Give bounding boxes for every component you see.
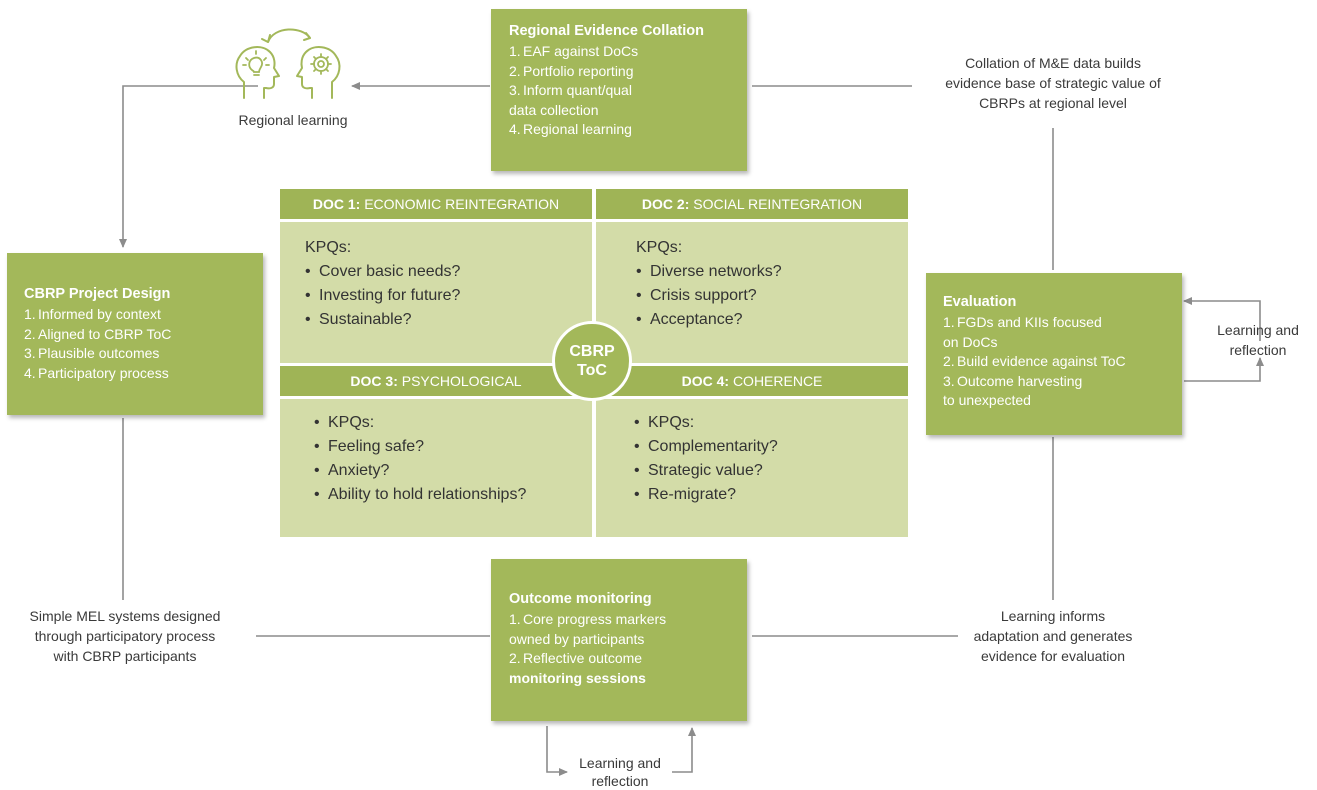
list-item: •Crisis support? xyxy=(636,287,757,304)
list-item: •Anxiety? xyxy=(314,462,390,479)
arrow-learning-to-design xyxy=(119,85,258,248)
list-item: •Ability to hold relationships? xyxy=(314,486,527,503)
arrow-evaluation-loop-in xyxy=(1183,297,1261,341)
list-item: 2.Reflective outcome xyxy=(509,650,643,666)
list-item-continuation: owned by participants xyxy=(509,630,645,647)
regional-evidence-box: Regional Evidence Collation 1.EAF agains… xyxy=(491,9,747,171)
project-design-title: CBRP Project Design xyxy=(24,286,171,302)
list-item-continuation: data collection xyxy=(509,101,599,118)
outcome-monitoring-title: Outcome monitoring xyxy=(509,591,652,607)
doc3-header: DOC 3: PSYCHOLOGICAL xyxy=(280,366,592,396)
collation-caption: Collation of M&E data builds evidence ba… xyxy=(945,55,1161,111)
mel-caption: Simple MEL systems designed through part… xyxy=(29,608,221,664)
list-item: 3.Outcome harvesting xyxy=(943,372,1083,389)
two-heads-learning-icon xyxy=(235,28,341,99)
doc1-panel: KPQs: •Cover basic needs? •Investing for… xyxy=(280,222,592,363)
list-item: 1.Core progress markers xyxy=(509,611,667,627)
center-toc-circle: CBRP ToC xyxy=(552,321,632,401)
list-item: •Diverse networks? xyxy=(636,263,782,280)
list-item: 2.Aligned to CBRP ToC xyxy=(24,325,172,342)
list-item: •Investing for future? xyxy=(305,287,461,304)
gear-icon xyxy=(310,53,332,75)
doc4-panel: •KPQs: •Complementarity? •Strategic valu… xyxy=(596,399,908,537)
evaluation-title: Evaluation xyxy=(943,294,1017,310)
list-item: 3.Inform quant/qual xyxy=(509,82,632,98)
list-item-continuation: monitoring sessions xyxy=(509,669,646,686)
list-item: •Sustainable? xyxy=(305,311,412,328)
list-item: 1.Informed by context xyxy=(24,306,161,322)
list-item: •Complementarity? xyxy=(634,438,778,455)
evaluation-loop-caption: Learning and reflection xyxy=(1217,322,1299,358)
arrow-monitoring-loop-in xyxy=(672,727,696,773)
list-item: 1.FGDs and KIIs focused xyxy=(943,314,1102,330)
arrow-monitoring-loop-out xyxy=(546,726,568,776)
list-item: •Cover basic needs? xyxy=(305,263,461,280)
doc3-panel: •KPQs: •Feeling safe? •Anxiety? •Ability… xyxy=(280,399,592,537)
list-item: •Re-migrate? xyxy=(634,486,737,503)
list-item: •KPQs: xyxy=(634,414,695,431)
list-item: 1.EAF against DoCs xyxy=(509,43,639,59)
regional-evidence-title: Regional Evidence Collation xyxy=(509,23,704,39)
list-item-continuation: to unexpected xyxy=(943,392,1031,408)
doc2-panel: KPQs: •Diverse networks? •Crisis support… xyxy=(596,222,908,363)
list-item: •KPQs: xyxy=(314,414,375,431)
list-item: •Strategic value? xyxy=(634,462,763,479)
list-item: 2.Build evidence against ToC xyxy=(943,353,1126,369)
list-item: 2.Portfolio reporting xyxy=(509,62,634,79)
list-item: 3.Plausible outcomes xyxy=(24,345,160,361)
doc1-header: DOC 1: ECONOMIC REINTEGRATION xyxy=(280,189,592,219)
doc2-header: DOC 2: SOCIAL REINTEGRATION xyxy=(596,189,908,219)
project-design-box: CBRP Project Design 1.Informed by contex… xyxy=(7,253,263,415)
list-item: 4.Participatory process xyxy=(24,364,169,381)
arrow-evaluation-loop-out xyxy=(1184,357,1264,382)
outcome-monitoring-box: Outcome monitoring 1.Core progress marke… xyxy=(491,559,747,721)
list-item: •Acceptance? xyxy=(636,311,743,328)
learning-caption: Learning informs adaptation and generate… xyxy=(973,608,1133,664)
evaluation-box: Evaluation 1.FGDs and KIIs focused on Do… xyxy=(926,273,1182,435)
list-item: 4.Regional learning xyxy=(509,121,632,137)
lightbulb-icon xyxy=(242,50,270,76)
list-item: •Feeling safe? xyxy=(314,438,425,455)
monitoring-loop-caption: Learning and reflection xyxy=(579,755,661,789)
doc4-header: DOC 4: COHERENCE xyxy=(596,366,908,396)
regional-learning-label: Regional learning xyxy=(238,112,348,128)
list-item-continuation: on DoCs xyxy=(943,333,998,350)
